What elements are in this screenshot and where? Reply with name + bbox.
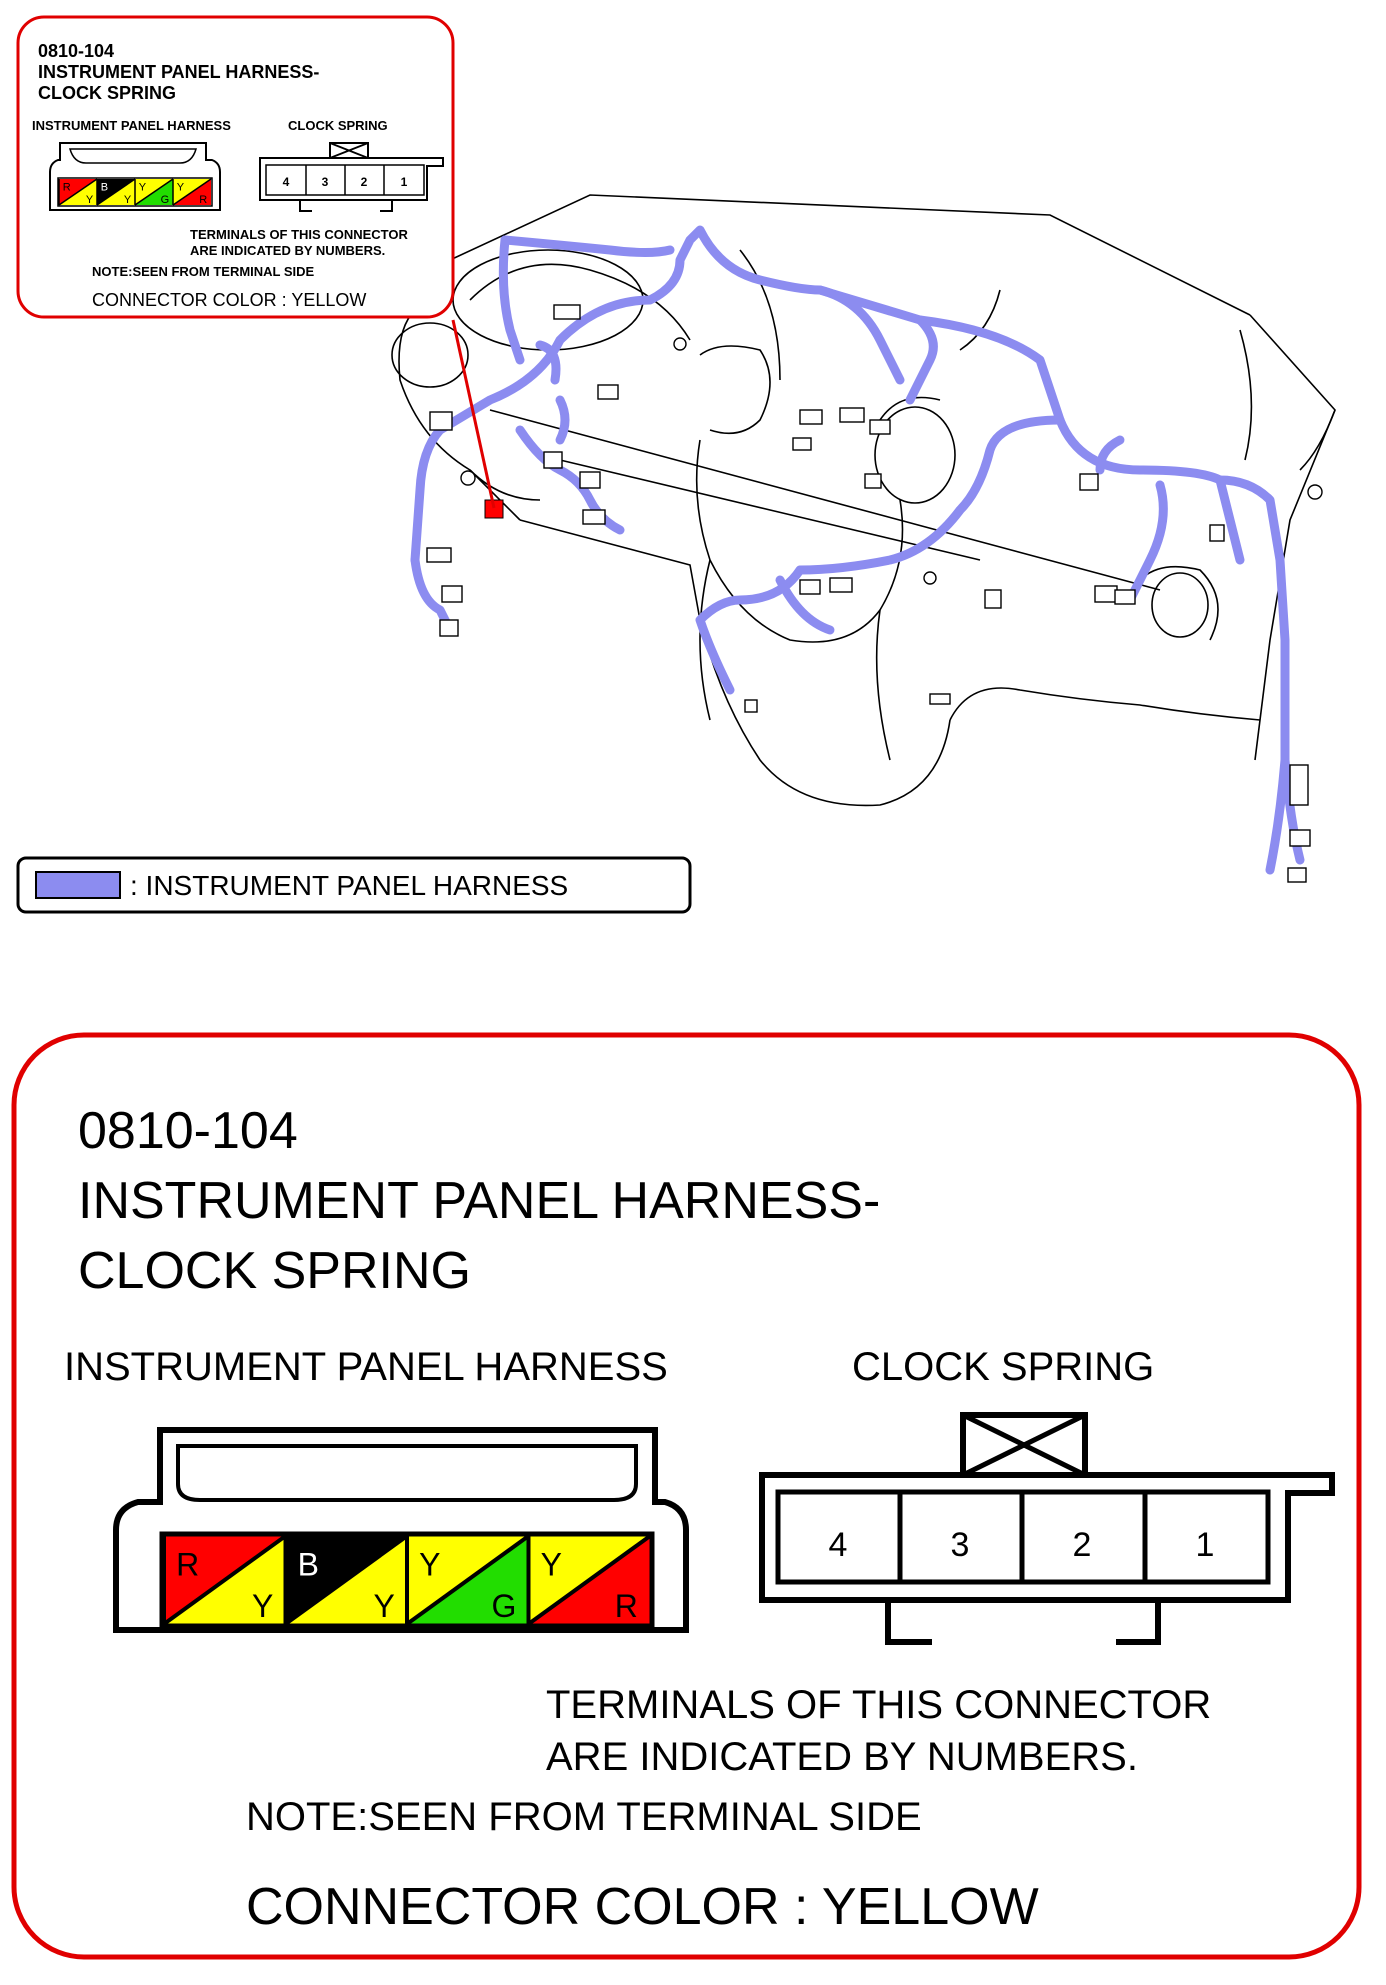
terminal-4: 4 (829, 1526, 848, 1564)
small-code: 0810-104 (38, 41, 114, 61)
harness-connectors (426, 304, 1323, 883)
small-pin-1-bottom-label: Y (86, 194, 94, 206)
pin-1-bottom-label: Y (252, 1588, 273, 1624)
small-pin-3-divider (134, 178, 174, 206)
small-pin-2-top-label: B (101, 182, 108, 194)
large-callout: 0810-104 INSTRUMENT PANEL HARNESS- CLOCK… (11, 1032, 1362, 1960)
terminal-2: 2 (1073, 1526, 1092, 1564)
small-terminal-4: 4 (283, 175, 290, 189)
pin-4-top-label: Y (541, 1547, 562, 1583)
small-callout: 0810-104 INSTRUMENT PANEL HARNESS- CLOCK… (16, 15, 455, 319)
pin-2-bottom-label: Y (374, 1588, 395, 1624)
pin-1-top-label: R (176, 1547, 199, 1583)
clock-spring-label: CLOCK SPRING (852, 1345, 1154, 1389)
small-right-label: CLOCK SPRING (288, 118, 388, 133)
small-terminal-note-line1: TERMINALS OF THIS CONNECTOR (190, 227, 408, 242)
code: 0810-104 (78, 1102, 298, 1160)
small-pin-4-divider (172, 178, 212, 206)
color-note: CONNECTOR COLOR : YELLOW (246, 1878, 1039, 1936)
small-terminal-note-line2: ARE INDICATED BY NUMBERS. (190, 243, 385, 258)
small-color-note: CONNECTOR COLOR : YELLOW (92, 290, 366, 310)
terminal-note-line2: ARE INDICATED BY NUMBERS. (546, 1735, 1138, 1779)
lock-cross-b (961, 1412, 1087, 1478)
small-clock-spring-connector: 4 3 2 1 (259, 142, 444, 212)
dashboard-drawing (391, 194, 1336, 807)
small-pin-2-bottom-label: Y (124, 194, 132, 206)
connector-location-marker (484, 499, 504, 519)
pin-2-top-label: B (298, 1547, 319, 1583)
small-terminal-2: 2 (361, 175, 368, 189)
terminal-note-line1: TERMINALS OF THIS CONNECTOR (546, 1683, 1211, 1727)
title-line2: CLOCK SPRING (78, 1242, 471, 1300)
small-pin-4-bottom-label: R (199, 194, 207, 206)
small-view-note: NOTE:SEEN FROM TERMINAL SIDE (92, 264, 315, 279)
small-pin-4-top-label: Y (177, 182, 185, 194)
harness-label: INSTRUMENT PANEL HARNESS (64, 1345, 668, 1389)
small-left-label: INSTRUMENT PANEL HARNESS (32, 118, 231, 133)
terminal-3: 3 (951, 1526, 970, 1564)
legend-swatch (35, 871, 121, 899)
small-pin-3-bottom-label: G (161, 194, 170, 206)
instrument-panel-harness (410, 225, 1305, 875)
pin-1-divider (162, 1534, 287, 1626)
small-pin-3-top-label: Y (139, 182, 147, 194)
legend: : INSTRUMENT PANEL HARNESS (16, 856, 692, 914)
pin-4-bottom-label: R (615, 1588, 638, 1624)
clock-spring-connector: 4 3 2 1 (759, 1412, 1335, 1645)
small-title-line2: CLOCK SPRING (38, 83, 176, 103)
small-terminal-3: 3 (322, 175, 329, 189)
pin-4-divider (527, 1534, 652, 1626)
small-title-line1: INSTRUMENT PANEL HARNESS- (38, 62, 319, 82)
title-line1: INSTRUMENT PANEL HARNESS- (78, 1172, 880, 1230)
pin-3-top-label: Y (419, 1547, 440, 1583)
small-pin-1-divider (58, 178, 98, 206)
leader-line (451, 319, 496, 509)
legend-label: : INSTRUMENT PANEL HARNESS (130, 870, 568, 901)
small-pin-1-top-label: R (63, 182, 71, 194)
terminal-1: 1 (1196, 1526, 1215, 1564)
small-pin-2-divider (96, 178, 136, 206)
pin-2-divider (284, 1534, 409, 1626)
pin-3-divider (405, 1534, 530, 1626)
pin-3-bottom-label: G (491, 1588, 516, 1624)
small-terminal-1: 1 (401, 175, 408, 189)
view-note: NOTE:SEEN FROM TERMINAL SIDE (246, 1795, 922, 1839)
